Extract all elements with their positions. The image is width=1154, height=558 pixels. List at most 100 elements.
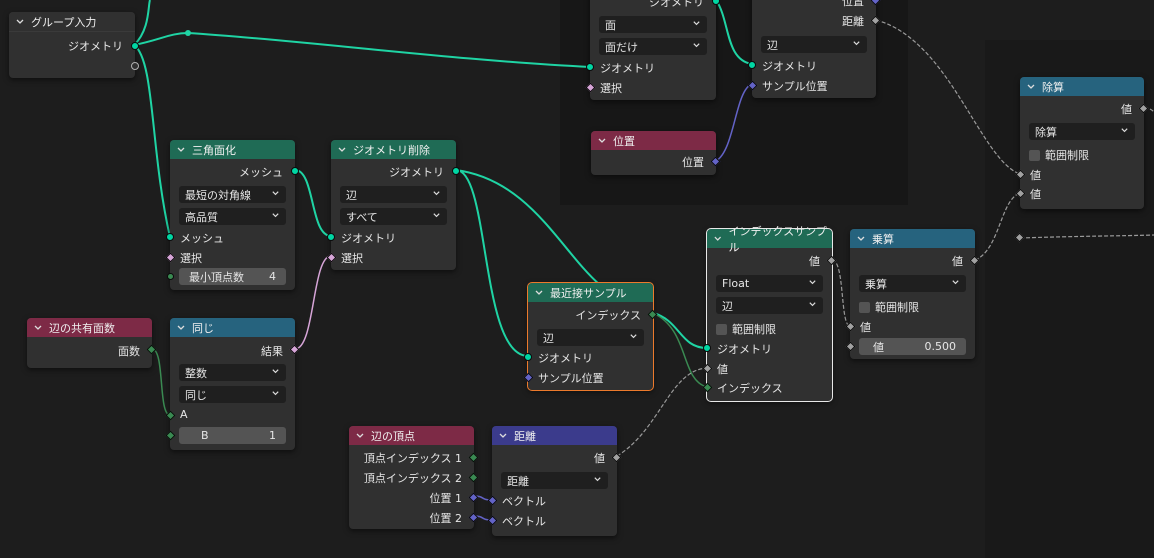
node-divide[interactable]: 除算 値 除算 範囲制限 値 値: [1015, 77, 1149, 209]
geometry-in-socket[interactable]: [748, 61, 756, 69]
node-delete-geometry[interactable]: ジオメトリ削除 ジオメトリ 辺 すべて ジオメトリ 選択: [326, 140, 460, 270]
vector2-socket[interactable]: [487, 515, 498, 526]
ngon-method-dropdown[interactable]: 高品質: [179, 208, 286, 225]
mode-dropdown[interactable]: すべて: [340, 208, 447, 225]
node-edge-neighbors[interactable]: 辺の共有面数 面数: [27, 318, 157, 368]
empty-socket[interactable]: [131, 62, 139, 70]
chevron-down-icon[interactable]: [337, 145, 347, 155]
node-header[interactable]: 三角面化: [170, 140, 295, 159]
domain-dropdown[interactable]: 辺: [716, 297, 823, 314]
node-header[interactable]: 位置: [591, 131, 716, 150]
mode-dropdown[interactable]: 面だけ: [599, 38, 707, 55]
clamp-checkbox[interactable]: 範囲制限: [859, 299, 919, 315]
socket-label-value2: 値: [1030, 188, 1041, 201]
node-header[interactable]: 距離: [492, 426, 617, 445]
domain-dropdown[interactable]: 辺: [340, 186, 447, 203]
geometry-out-socket[interactable]: [452, 167, 460, 175]
operation-dropdown[interactable]: 除算: [1029, 123, 1135, 140]
domain-dropdown[interactable]: 辺: [537, 329, 644, 346]
clamp-checkbox[interactable]: 範囲制限: [1029, 147, 1089, 163]
node-header[interactable]: ジオメトリ削除: [331, 140, 456, 159]
node-sample-nearest[interactable]: 最近接サンプル インデックス 辺 ジオメトリ サンプル位置: [523, 282, 658, 391]
vertex-index-2-socket[interactable]: [468, 472, 479, 483]
chevron-down-icon[interactable]: [856, 234, 866, 244]
socket-label-mesh-in: メッシュ: [180, 232, 224, 245]
chevron-down-icon[interactable]: [498, 431, 508, 441]
selection-socket[interactable]: [165, 252, 176, 263]
node-position[interactable]: 位置 位置: [591, 131, 721, 175]
chevron-down-icon[interactable]: [33, 323, 43, 333]
chevron-down-icon[interactable]: [355, 431, 365, 441]
node-group-input[interactable]: グループ入力 ジオメトリ: [9, 12, 139, 78]
value1-socket[interactable]: [845, 321, 856, 332]
a-socket[interactable]: [165, 410, 176, 421]
chevron-down-icon[interactable]: [176, 323, 186, 333]
node-top-right[interactable]: 位置 距離 辺 ジオメトリ サンプル位置: [747, 0, 881, 98]
quad-method-dropdown[interactable]: 最短の対角線: [179, 186, 286, 203]
position-1-socket[interactable]: [468, 492, 479, 503]
operation-dropdown[interactable]: 同じ: [179, 386, 286, 403]
data-type-dropdown[interactable]: 整数: [179, 364, 286, 381]
geometry-in-socket[interactable]: [703, 344, 711, 352]
chevron-down-icon: [952, 280, 959, 285]
value-in-socket[interactable]: [702, 363, 713, 374]
link-group-to-topmid: [133, 31, 591, 68]
node-header[interactable]: インデックスサンプル: [707, 225, 832, 254]
position-2-socket[interactable]: [468, 512, 479, 523]
geometry-socket[interactable]: [131, 42, 139, 50]
node-header[interactable]: グループ入力: [9, 12, 135, 32]
node-top-middle[interactable]: ジオメトリ 面 面だけ ジオメトリ 選択: [585, 0, 720, 100]
domain-dropdown[interactable]: 辺: [761, 36, 867, 53]
node-title: インデックスサンプル: [728, 224, 827, 254]
chevron-down-icon[interactable]: [15, 17, 25, 27]
b-socket[interactable]: [165, 430, 176, 441]
chevron-down-icon[interactable]: [176, 145, 186, 155]
data-type-dropdown[interactable]: Float: [716, 275, 823, 292]
node-header[interactable]: 最近接サンプル: [528, 283, 653, 302]
geometry-in-socket[interactable]: [524, 353, 532, 361]
index-in-socket[interactable]: [702, 382, 713, 393]
node-header[interactable]: 乗算: [850, 229, 975, 248]
node-header[interactable]: 辺の頂点: [349, 426, 474, 445]
value-out-socket[interactable]: [969, 255, 980, 266]
index-out-socket[interactable]: [647, 309, 658, 320]
chevron-down-icon[interactable]: [1026, 82, 1036, 92]
domain-dropdown[interactable]: 面: [599, 16, 707, 33]
mesh-out-socket[interactable]: [291, 167, 299, 175]
vertex-index-1-socket[interactable]: [468, 452, 479, 463]
chevron-down-icon[interactable]: [713, 234, 722, 244]
node-edge-vertices[interactable]: 辺の頂点 頂点インデックス 1 頂点インデックス 2 位置 1 位置 2: [349, 426, 479, 529]
operation-dropdown[interactable]: 乗算: [859, 275, 966, 292]
operation-dropdown[interactable]: 距離: [501, 472, 608, 489]
min-vertices-socket[interactable]: [167, 273, 174, 280]
chevron-down-icon: [594, 477, 601, 482]
selection-socket[interactable]: [326, 252, 337, 263]
geometry-in-socket[interactable]: [327, 233, 335, 241]
face-count-socket[interactable]: [146, 344, 157, 355]
socket-label-selection: 選択: [341, 252, 363, 265]
chevron-down-icon[interactable]: [534, 288, 544, 298]
geometry-in-socket[interactable]: [586, 63, 594, 71]
node-header[interactable]: 同じ: [170, 318, 295, 337]
mesh-in-socket[interactable]: [166, 233, 174, 241]
value-out-socket[interactable]: [611, 452, 622, 463]
value-out-socket[interactable]: [826, 255, 837, 266]
geometry-out-socket[interactable]: [712, 0, 720, 5]
node-sample-index[interactable]: インデックスサンプル 値 Float 辺 範囲制限 ジオメトリ 値 インデックス: [702, 225, 837, 402]
socket-label-geometry: ジオメトリ: [762, 60, 817, 73]
sample-position-socket[interactable]: [523, 372, 534, 383]
vector1-socket[interactable]: [487, 495, 498, 506]
clamp-checkbox[interactable]: 範囲制限: [716, 321, 776, 337]
node-header[interactable]: 除算: [1020, 77, 1144, 96]
value2-socket[interactable]: [845, 341, 856, 352]
chevron-down-icon[interactable]: [597, 136, 607, 146]
result-socket[interactable]: [289, 344, 300, 355]
node-distance[interactable]: 距離 値 距離 ベクトル ベクトル: [487, 426, 622, 536]
node-header[interactable]: 辺の共有面数: [27, 318, 152, 337]
